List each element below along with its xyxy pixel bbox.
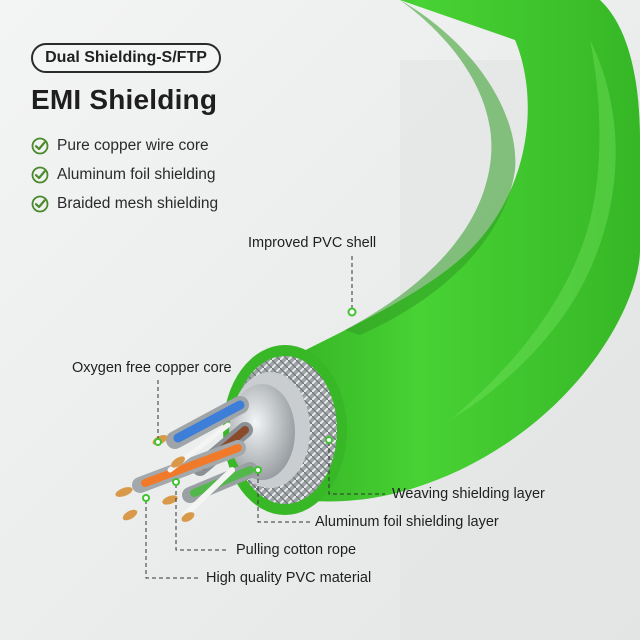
callout-weaving-layer: Weaving shielding layer bbox=[392, 486, 545, 502]
callout-cotton-rope: Pulling cotton rope bbox=[236, 542, 357, 558]
feature-label: Pure copper wire core bbox=[57, 136, 209, 154]
cable-jacket bbox=[238, 0, 640, 502]
check-circle-icon bbox=[31, 166, 49, 183]
callout-copper-core: Oxygen free copper core bbox=[72, 360, 232, 376]
page-title: EMI Shielding bbox=[31, 84, 218, 115]
feature-item: Aluminum foil shielding bbox=[31, 160, 218, 189]
callout-lines bbox=[145, 256, 385, 579]
feature-label: Aluminum foil shielding bbox=[57, 165, 216, 183]
callout-pvc-material: High quality PVC material bbox=[206, 570, 372, 586]
wire-pairs bbox=[132, 396, 258, 518]
shielding-type-badge: Dual Shielding-S/FTP bbox=[31, 43, 221, 73]
check-circle-icon bbox=[31, 137, 49, 154]
callout-foil-layer: Aluminum foil shielding layer bbox=[315, 514, 499, 530]
feature-list: Pure copper wire core Aluminum foil shie… bbox=[31, 131, 218, 218]
feature-label: Braided mesh shielding bbox=[57, 194, 219, 212]
callout-pvc-shell: Improved PVC shell bbox=[248, 235, 377, 251]
callout-dots bbox=[142, 307, 357, 502]
feature-item: Pure copper wire core bbox=[31, 131, 218, 160]
feature-item: Braided mesh shielding bbox=[31, 189, 218, 218]
check-circle-icon bbox=[31, 195, 49, 212]
